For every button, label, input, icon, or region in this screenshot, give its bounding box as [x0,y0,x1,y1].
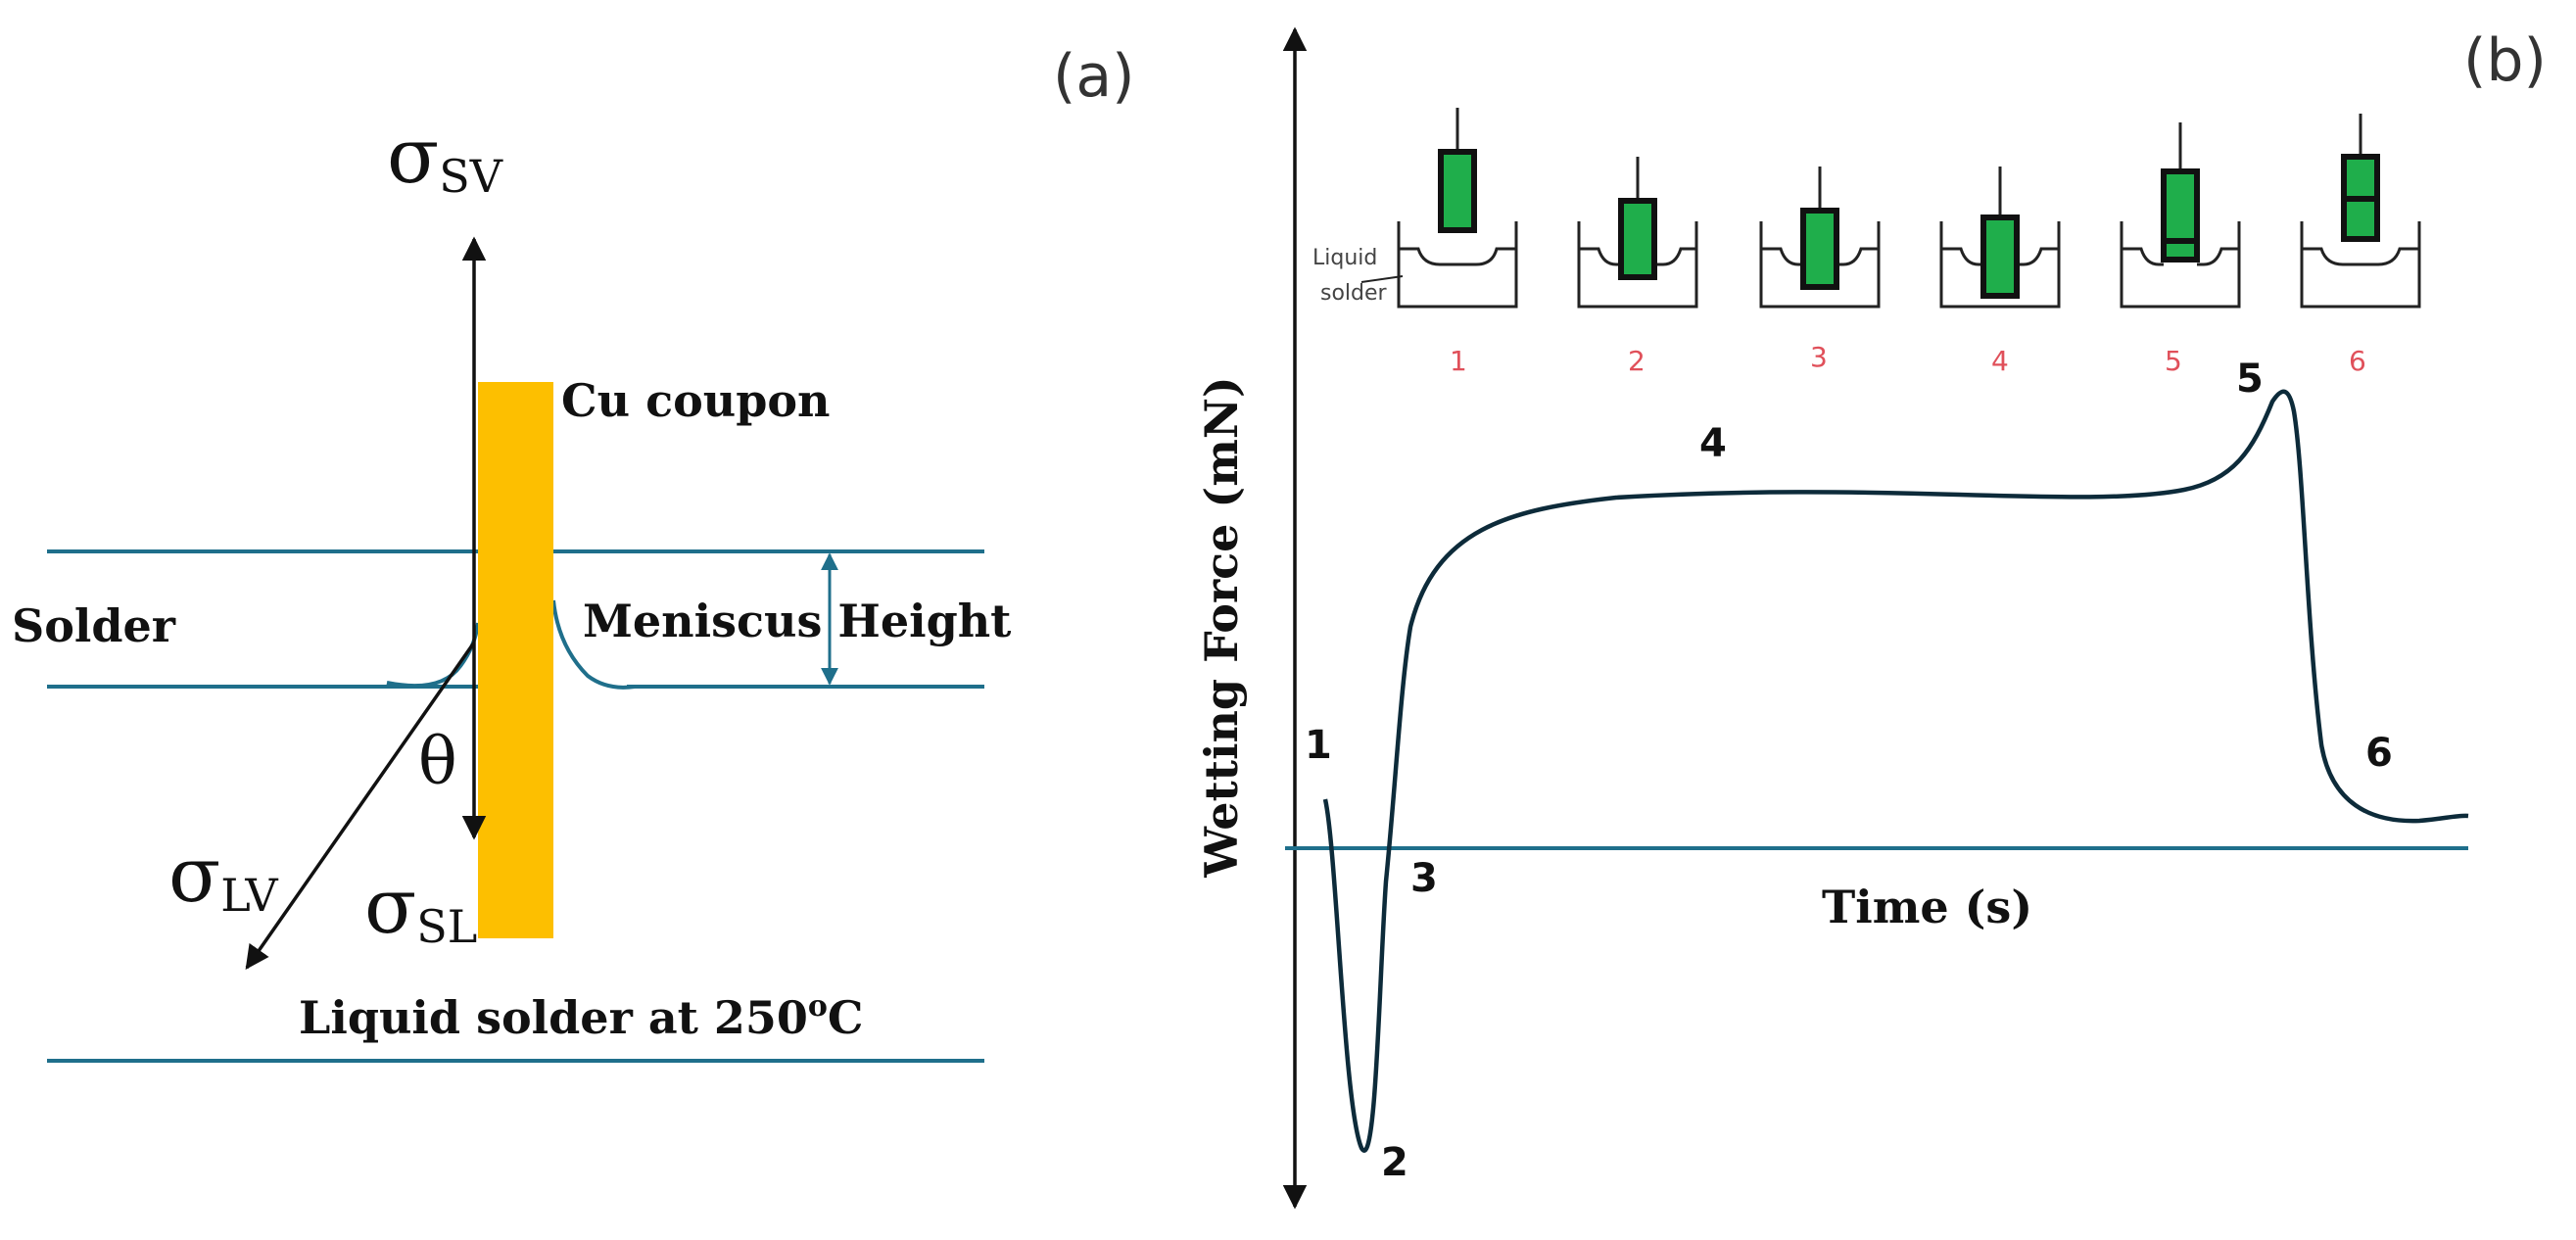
meniscus-curve-right [551,599,636,690]
stage-inset-1 [1397,108,1518,309]
cu-coupon-label: Cu coupon [561,374,831,427]
curve-label-1: 1 [1305,723,1332,768]
sigma-sl-label: σSL [364,863,477,953]
stage-inset-5 [2120,122,2241,309]
y-axis-label: Wetting Force (mN) [1195,376,1248,878]
cu-coupon [478,382,553,938]
sigma-lv-label: σLV [168,832,278,922]
stage-inset-2 [1577,157,1698,309]
panel-b: (b) Wetting Force (mN) Time (s) 1 2 3 4 … [1195,26,2547,1210]
curve-label-3: 3 [1410,856,1438,901]
curve-label-6: 6 [2365,731,2393,776]
theta-label: θ [418,724,457,799]
stage-number-4: 4 [1991,345,2009,377]
panel-a-label: (a) [1053,42,1135,111]
stage-number-2: 2 [1628,345,1646,377]
stage-number-6: 6 [2349,345,2366,377]
liquid-solder-pointer [1360,275,1404,283]
liquid-solder-label-line2: solder [1320,281,1388,306]
curve-label-2: 2 [1381,1140,1408,1185]
panel-b-label: (b) [2463,26,2547,95]
meniscus-height-label: Meniscus Height [583,595,1012,647]
stage-inset-3 [1759,167,1881,309]
stage-inset-6 [2300,114,2421,309]
x-axis-label: Time (s) [1822,881,2032,933]
liquid-solder-label-line1: Liquid [1312,246,1377,270]
panel-a: (a) σSV σLV σSL θ Cu coupon [12,42,1135,1063]
solder-label: Solder [12,599,176,652]
curve-label-5: 5 [2236,357,2264,402]
stage-number-3: 3 [1810,341,1828,373]
sigma-lv-arrow [245,641,476,971]
stage-number-5: 5 [2165,345,2182,377]
stage-number-1: 1 [1450,345,1467,377]
curve-label-4: 4 [1699,421,1727,466]
stage-inset-4 [1939,167,2061,309]
wetting-force-curve [1322,389,2469,1153]
sigma-sv-label: σSV [387,113,503,203]
bath-temperature-label: Liquid solder at 250oC [299,989,864,1044]
